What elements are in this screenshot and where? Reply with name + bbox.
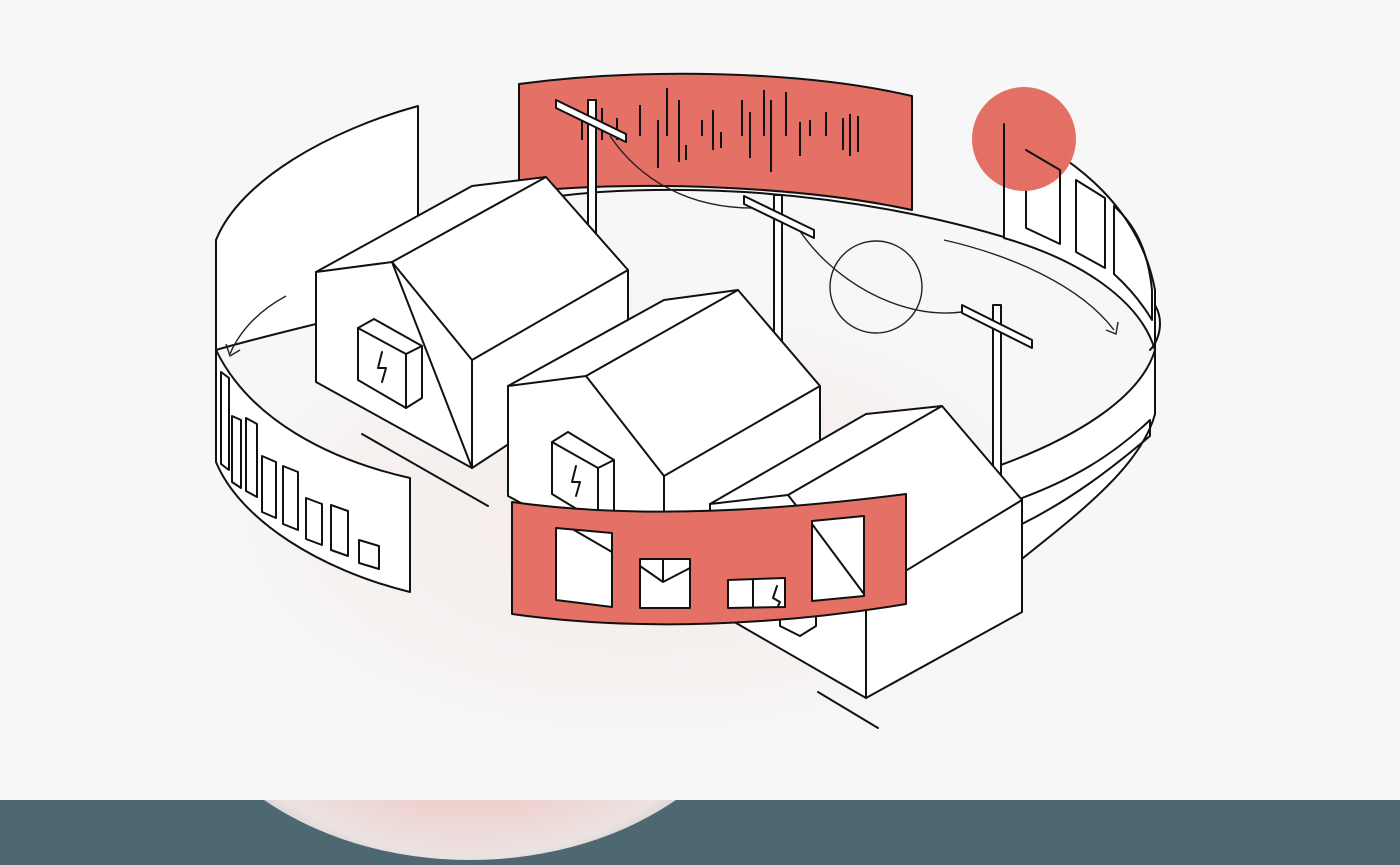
window-cutout (639, 558, 691, 609)
footer-glow (170, 800, 770, 860)
lightning-bolt-icon (377, 351, 387, 383)
waveform-panel (518, 72, 913, 211)
arrow-head-icon (1105, 321, 1119, 335)
arrow-head-icon (225, 343, 241, 358)
waveform-bars (581, 88, 859, 172)
window-cutout (555, 527, 613, 608)
power-cable (609, 135, 761, 209)
ground-line (361, 433, 489, 507)
slot-panel (997, 289, 1156, 579)
ground-line (817, 691, 879, 729)
footer-band (0, 800, 1400, 865)
meter-box (357, 318, 423, 409)
window-cutout (727, 577, 786, 609)
flow-arrow-left (229, 295, 287, 355)
outline-circle (829, 240, 923, 334)
lightning-bolt-icon (571, 465, 581, 497)
utility-pole-2 (743, 194, 815, 346)
power-cable (795, 224, 963, 314)
bar-chart-bars (220, 371, 380, 570)
flow-arrow-right (943, 239, 1115, 331)
lightning-bolt-icon (772, 585, 781, 607)
front-panel (511, 493, 907, 626)
